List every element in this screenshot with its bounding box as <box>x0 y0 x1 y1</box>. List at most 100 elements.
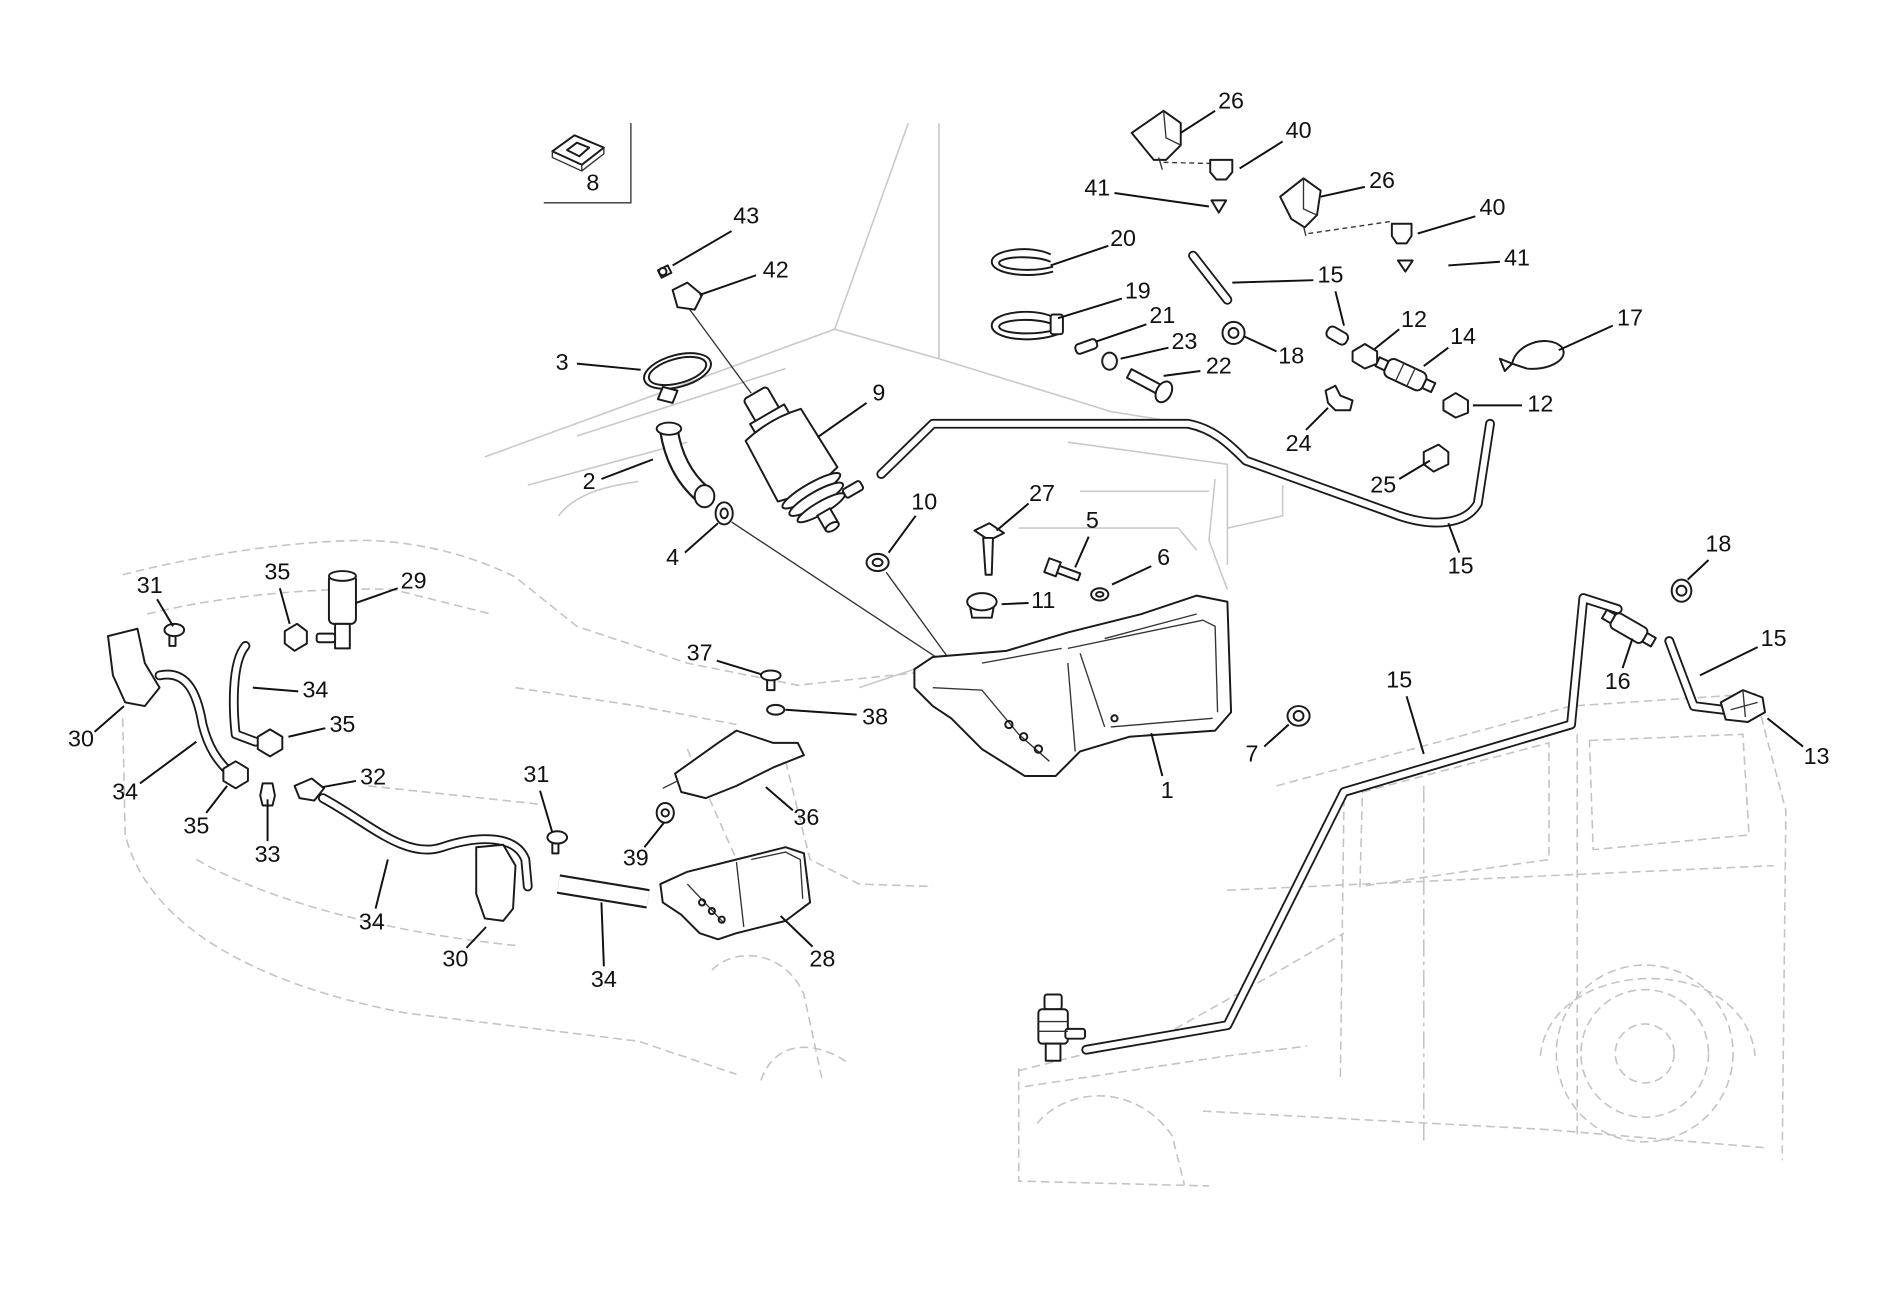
callout-label: 41 <box>1504 244 1530 270</box>
engine-bay-outline <box>484 122 1284 689</box>
callout-label: 12 <box>1527 391 1553 417</box>
part-23-washer <box>1101 351 1118 371</box>
part-26-nozzle-left <box>1130 109 1182 170</box>
leader-line <box>1621 638 1634 669</box>
part-18-nut <box>1670 578 1693 603</box>
part-26-nozzle-right <box>1279 177 1322 237</box>
part-29-headlamp-washer-pump <box>315 570 357 650</box>
part-4-grommet <box>714 501 734 526</box>
leader-line <box>1558 324 1614 352</box>
callout-label: 25 <box>1370 472 1396 498</box>
part-13-rear-nozzle <box>1719 689 1766 724</box>
callout-label: 26 <box>1218 87 1244 113</box>
part-35-clip <box>222 760 249 790</box>
connector-wire <box>689 309 752 394</box>
callout-label: 2 <box>583 468 596 494</box>
callout-label: 17 <box>1617 305 1643 331</box>
part-7-nut <box>1286 705 1311 727</box>
leader-line <box>1239 140 1284 170</box>
leader-line <box>1120 346 1169 360</box>
part-10-grommet <box>865 552 890 573</box>
leader-line <box>1163 370 1201 377</box>
leader-line <box>887 515 917 554</box>
part-9-washer-pump <box>743 386 865 533</box>
callout-label: 41 <box>1084 174 1110 200</box>
front-vehicle-outline <box>121 539 933 1081</box>
part-38-washer <box>766 703 786 716</box>
rear-vehicle-outline <box>1017 692 1787 1187</box>
part-12-hose-clip <box>1351 343 1379 370</box>
leader-line <box>785 708 857 716</box>
callout-label: 34 <box>591 966 617 992</box>
part-28-reservoir <box>659 846 812 941</box>
part-42-connector <box>671 281 704 311</box>
callout-label: 30 <box>68 726 94 752</box>
part-39-nut <box>655 802 675 824</box>
leader-line <box>684 522 719 554</box>
leader-line <box>1095 323 1147 343</box>
part-35-clip <box>256 728 284 758</box>
callout-label: 33 <box>255 841 281 867</box>
callout-label: 32 <box>360 764 386 790</box>
leader-line <box>1686 559 1710 581</box>
leader-line <box>1180 109 1216 134</box>
part-2-elbow-hose <box>655 423 716 509</box>
part-3-seal-ring <box>643 352 712 404</box>
callout-label: 1 <box>1161 777 1174 803</box>
callout-label: 11 <box>1031 587 1055 613</box>
part-15-hose-main <box>881 424 1490 523</box>
leader-line <box>1417 215 1476 235</box>
part-31-screw <box>546 830 569 855</box>
part-32-connector <box>293 777 326 802</box>
part-11-grommet <box>966 592 998 619</box>
callout-label: 15 <box>1448 553 1474 579</box>
inset-bracket <box>543 123 632 204</box>
part-21-spacer <box>1074 338 1099 355</box>
part-36-mounting-plate <box>662 729 805 800</box>
leader-line <box>996 502 1030 532</box>
leader-line <box>1374 328 1400 350</box>
callout-label: 43 <box>733 203 759 229</box>
leader-line <box>1074 536 1090 568</box>
part-40-nozzle-insert <box>1390 222 1413 245</box>
callout-label: 34 <box>112 778 138 804</box>
leader-line <box>816 402 868 439</box>
leader-line <box>1050 244 1109 267</box>
leader-line <box>1766 717 1804 748</box>
part-6-washer <box>1090 587 1110 602</box>
callout-label: 5 <box>1086 507 1099 533</box>
part-41-jet <box>1210 199 1228 214</box>
leader-line <box>765 786 794 812</box>
callout-label: 8 <box>586 170 599 196</box>
leader-line <box>322 779 357 789</box>
part-27-level-sensor <box>973 522 1005 576</box>
callout-label: 31 <box>523 761 549 787</box>
leader-line <box>672 230 733 267</box>
callout-label: 22 <box>1206 352 1232 378</box>
leader-line <box>1150 732 1164 777</box>
leader-line <box>1305 407 1329 431</box>
leader-line <box>205 785 228 814</box>
leader-line <box>93 705 125 733</box>
callout-label: 38 <box>862 704 888 730</box>
part-33-check-valve <box>259 782 276 807</box>
leader-line <box>1111 565 1152 586</box>
leader-line <box>1334 290 1345 326</box>
assembly-line <box>1163 161 1216 165</box>
callout-label: 31 <box>137 572 163 598</box>
part-34-hose <box>234 646 255 742</box>
callout-label: 29 <box>401 567 427 593</box>
part-34-filler-hose <box>558 884 648 899</box>
leader-line <box>699 274 757 296</box>
part-5-bolt <box>1043 557 1082 582</box>
callout-label: 20 <box>1110 225 1136 251</box>
part-40-nozzle-insert <box>1209 158 1234 181</box>
part-25-bracket <box>1422 443 1450 473</box>
callout-label: 34 <box>359 908 385 934</box>
leader-line <box>1244 335 1277 353</box>
leader-line <box>374 859 389 909</box>
part-37-screw <box>760 669 782 692</box>
callout-label: 21 <box>1149 302 1175 328</box>
